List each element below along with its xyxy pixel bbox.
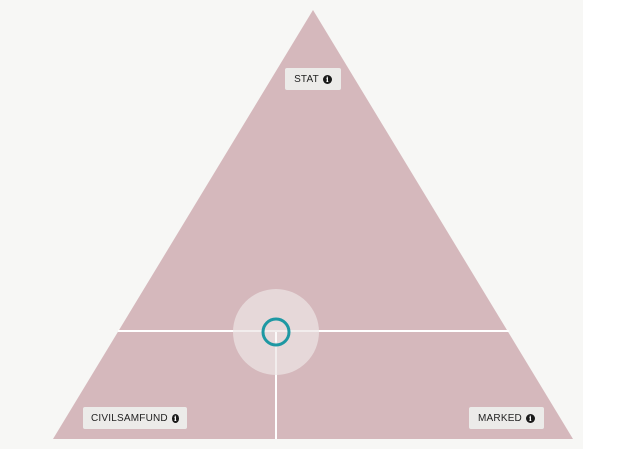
info-icon[interactable]: i bbox=[171, 413, 179, 423]
corner-label-marked[interactable]: MARKED i bbox=[469, 407, 544, 429]
corner-label-text: STAT bbox=[294, 73, 319, 85]
corner-label-text: MARKED bbox=[478, 412, 522, 424]
corner-label-stat[interactable]: STAT i bbox=[285, 68, 341, 90]
info-icon[interactable]: i bbox=[525, 413, 535, 423]
info-icon[interactable]: i bbox=[322, 74, 332, 84]
corner-label-civilsamfund[interactable]: CIVILSAMFUND i bbox=[83, 407, 187, 429]
corner-label-text: CIVILSAMFUND bbox=[91, 412, 168, 424]
drag-handle[interactable] bbox=[261, 317, 291, 347]
